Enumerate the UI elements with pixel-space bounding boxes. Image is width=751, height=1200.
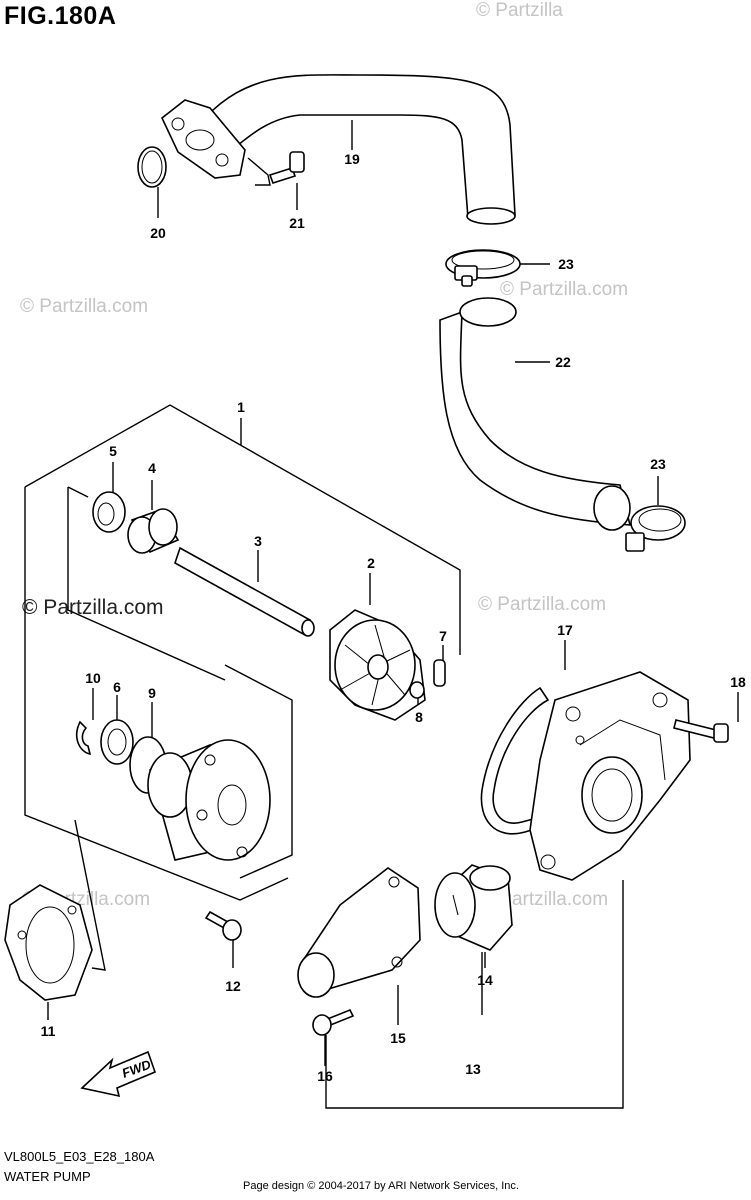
bolt-16 — [312, 1008, 355, 1036]
callout-21: 21 — [289, 215, 305, 231]
impeller-2 — [329, 609, 426, 721]
impeller-shaft-3 — [174, 546, 315, 637]
callout-4: 4 — [148, 460, 156, 476]
hose-clamp-23-lower — [625, 505, 686, 552]
gasket-11 — [4, 884, 93, 1001]
callout-23-upper: 23 — [558, 256, 574, 272]
screw-12 — [204, 910, 242, 941]
circlip-10 — [75, 720, 92, 756]
watermark-bold: © Partzilla.com — [22, 596, 164, 619]
bolt-18 — [673, 719, 729, 743]
water-pump-case — [147, 739, 271, 861]
callout-5: 5 — [109, 443, 117, 459]
callout-22: 22 — [555, 354, 571, 370]
callout-18: 18 — [730, 674, 746, 690]
callout-8: 8 — [415, 709, 423, 725]
callout-1: 1 — [237, 399, 245, 415]
copyright-notice: Page design © 2004-2017 by ARI Network S… — [243, 1180, 519, 1192]
callout-7: 7 — [439, 628, 447, 644]
watermark-5: © Partzilla.com — [480, 889, 608, 910]
washer-8 — [409, 681, 425, 699]
hose-clamp-23-upper — [445, 249, 521, 287]
figure-title: FIG.180A — [4, 2, 117, 30]
assembly-1-bracket — [24, 404, 461, 655]
o-ring-20 — [137, 146, 167, 188]
callout-20: 20 — [150, 225, 166, 241]
leader-lines — [47, 120, 739, 1066]
callout-numbers: 1 2 3 4 5 6 7 8 9 10 11 12 13 14 15 16 1… — [41, 151, 746, 1084]
diagram-name: WATER PUMP — [4, 1169, 91, 1184]
callout-2: 2 — [367, 555, 375, 571]
callout-19: 19 — [344, 151, 360, 167]
callout-3: 3 — [254, 533, 262, 549]
bolt-21 — [268, 151, 305, 184]
callout-15: 15 — [390, 1030, 406, 1046]
callout-6: 6 — [113, 679, 121, 695]
callout-13: 13 — [465, 1061, 481, 1077]
watermark-2: © Partzilla.com — [500, 279, 628, 300]
callout-9: 9 — [148, 685, 156, 701]
fwd-arrow: FWD — [80, 1050, 157, 1098]
bearing-6 — [100, 719, 134, 765]
oil-seal-5 — [92, 491, 126, 533]
callout-23-lower: 23 — [650, 456, 666, 472]
water-pump-cover — [529, 671, 691, 881]
callout-10: 10 — [85, 670, 101, 686]
callout-14: 14 — [477, 972, 493, 988]
assembly-13-bracket — [325, 880, 624, 1109]
callout-17: 17 — [557, 622, 573, 638]
pin-7 — [433, 659, 446, 687]
callout-11: 11 — [41, 1023, 56, 1039]
callout-16: 16 — [317, 1068, 333, 1084]
watermark-top: © Partzilla — [476, 0, 563, 21]
water-pipe-19 — [161, 74, 516, 225]
thermostat-cover-15 — [297, 867, 421, 998]
callout-12: 12 — [225, 978, 241, 994]
watermark-1: © Partzilla.com — [20, 296, 148, 317]
thermostat-14 — [434, 864, 513, 951]
watermark-3: © Partzilla.com — [478, 594, 606, 615]
mechanical-seal-4 — [127, 508, 180, 554]
diagram-code: VL800L5_E03_E28_180A — [4, 1149, 155, 1164]
water-hose-22 — [439, 297, 632, 531]
